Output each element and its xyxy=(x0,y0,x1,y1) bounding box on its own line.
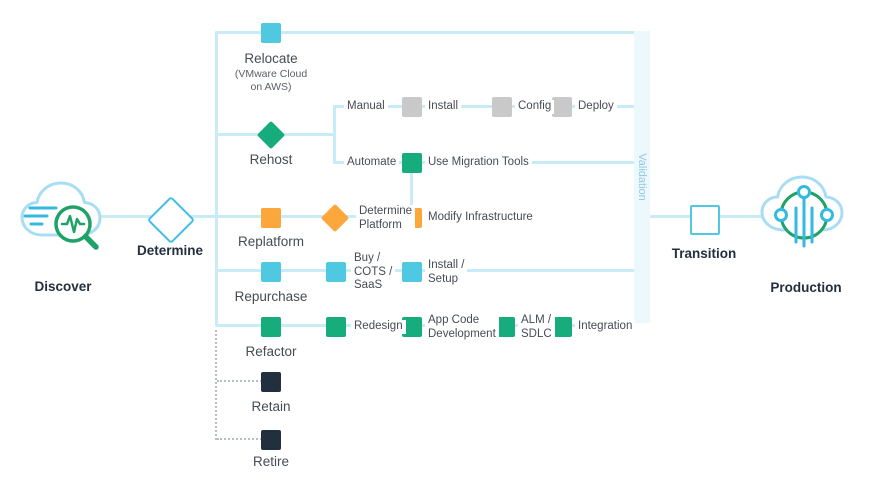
determine-decision-diamond xyxy=(146,195,196,245)
use-migration-tools-node xyxy=(402,153,422,173)
discover-label: Discover xyxy=(34,279,92,294)
connector-discover-determine xyxy=(100,215,152,218)
speed-lines-icon xyxy=(23,206,58,226)
install-setup-label: Install / Setup xyxy=(425,259,468,287)
connector-determine-trunk xyxy=(186,215,218,218)
repurchase-label: Repurchase xyxy=(234,289,308,304)
discover-cloud-icon xyxy=(20,181,102,250)
manual-row-line xyxy=(334,105,635,108)
app-code-development-node xyxy=(402,317,422,337)
retire-node xyxy=(261,430,281,450)
install-node xyxy=(402,97,422,117)
rehost-label: Rehost xyxy=(249,152,293,167)
manual-automate-branch-line xyxy=(333,105,336,164)
config-node xyxy=(492,97,512,117)
cloud-outline xyxy=(20,181,102,237)
alm-sdlc-node xyxy=(495,317,515,337)
transition-node xyxy=(690,205,720,235)
replatform-label: Replatform xyxy=(237,234,305,249)
production-cloud-icon xyxy=(760,175,844,248)
use-migration-tools-label: Use Migration Tools xyxy=(425,156,532,170)
buy-cots-saas-label: Buy / COTS / SaaS xyxy=(351,252,396,293)
install-setup-node xyxy=(402,262,422,282)
relocate-row-line xyxy=(215,31,635,34)
refactor-node xyxy=(261,317,281,337)
circuit-icon xyxy=(774,185,834,248)
replatform-row-line xyxy=(217,215,422,218)
manual-label: Manual xyxy=(344,100,388,114)
transition-label: Transition xyxy=(671,246,737,261)
determine-platform-diamond xyxy=(320,203,350,233)
repurchase-node xyxy=(261,262,281,282)
replatform-node xyxy=(261,208,281,228)
refactor-label: Refactor xyxy=(245,344,297,359)
alm-sdlc-label: ALM / SDLC xyxy=(518,314,555,342)
migration-tools-to-infra-line xyxy=(410,162,413,218)
rehost-decision-diamond xyxy=(256,120,286,150)
retain-node xyxy=(261,372,281,392)
validation-transition-line xyxy=(650,215,692,218)
trunk-line xyxy=(215,31,218,327)
retire-label: Retire xyxy=(252,454,290,469)
redesign-label: Redesign xyxy=(351,320,406,334)
dotted-retain-line xyxy=(217,380,262,382)
deploy-node xyxy=(552,97,572,117)
dotted-trunk-line xyxy=(215,330,217,440)
integration-node xyxy=(552,317,572,337)
cloud-outline xyxy=(760,175,844,232)
deploy-label: Deploy xyxy=(575,100,617,114)
modify-infrastructure-label: Modify Infrastructure xyxy=(425,211,536,225)
integration-label: Integration xyxy=(575,320,636,334)
relocate-label: Relocate xyxy=(244,51,298,66)
automate-label: Automate xyxy=(344,156,400,170)
production-label: Production xyxy=(770,280,842,295)
magnifier-icon xyxy=(54,205,99,250)
relocate-sublabel: (VMware Cloud on AWS) xyxy=(234,68,308,94)
validation-band: Validation xyxy=(634,31,650,323)
dotted-retire-line xyxy=(217,438,262,440)
determine-label: Determine xyxy=(136,243,204,258)
install-label: Install xyxy=(425,100,462,114)
retain-label: Retain xyxy=(251,399,291,414)
app-code-development-label: App Code Development xyxy=(425,314,499,342)
config-label: Config xyxy=(515,100,555,114)
validation-label: Validation xyxy=(636,153,648,201)
transition-production-line xyxy=(714,215,764,218)
buy-cots-saas-node xyxy=(326,262,346,282)
determine-platform-label: Determine Platform xyxy=(356,205,416,233)
relocate-node xyxy=(261,23,281,43)
redesign-node xyxy=(326,317,346,337)
